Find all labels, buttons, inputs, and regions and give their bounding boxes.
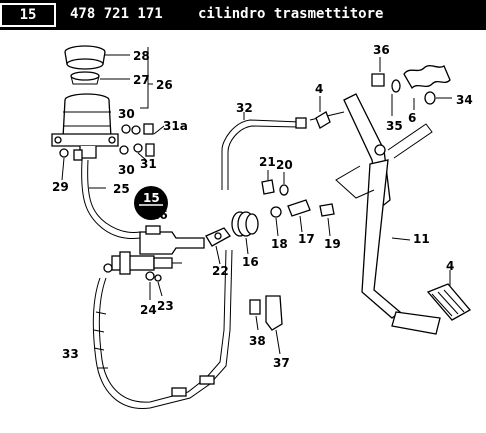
label-30-top: 30 xyxy=(118,107,135,121)
fitting-4 xyxy=(315,111,331,129)
pin-17 xyxy=(287,199,311,217)
clutch-pedal-11 xyxy=(309,93,441,335)
label-29: 29 xyxy=(52,180,69,194)
part-number: 478 721 171 xyxy=(70,6,163,22)
label-18: 18 xyxy=(271,237,288,251)
callout-section: 15 xyxy=(143,191,160,205)
pipe-33 xyxy=(92,249,233,409)
label-36: 36 xyxy=(373,43,390,57)
label-19: 19 xyxy=(324,237,341,251)
label-23: 23 xyxy=(157,299,174,313)
label-27: 27 xyxy=(133,73,150,87)
fasteners-top-left xyxy=(59,123,165,181)
label-17: 17 xyxy=(298,232,315,246)
section-number: 15 xyxy=(0,3,56,27)
exploded-view-drawing: 28 27 26 30 31a 30 31 29 25 15 16 32 4 3… xyxy=(51,43,473,409)
label-16: 16 xyxy=(242,255,259,269)
master-cylinder xyxy=(103,225,205,275)
washer-23 xyxy=(154,274,162,282)
bearing-16 xyxy=(231,211,259,255)
header-bar: 15 478 721 171 cilindro trasmettitore xyxy=(0,0,486,30)
section-callout xyxy=(134,186,168,220)
label-28: 28 xyxy=(133,49,150,63)
label-32: 32 xyxy=(236,101,253,115)
label-25: 25 xyxy=(113,182,130,196)
label-38: 38 xyxy=(249,334,266,348)
label-4-top: 4 xyxy=(315,82,323,96)
bracket-21 xyxy=(261,179,275,195)
hose-25 xyxy=(81,159,141,239)
pedal-pad-4 xyxy=(426,270,472,321)
label-11: 11 xyxy=(413,232,430,246)
label-34: 34 xyxy=(456,93,473,107)
label-26: 26 xyxy=(156,78,173,92)
label-30-bottom: 30 xyxy=(118,163,135,177)
label-37: 37 xyxy=(273,356,290,370)
label-31a: 31a xyxy=(163,119,188,133)
pipe-32 xyxy=(221,119,301,190)
label-6: 6 xyxy=(408,111,416,125)
washer-20 xyxy=(279,184,289,196)
label-20: 20 xyxy=(276,158,293,172)
label-24: 24 xyxy=(140,303,157,317)
spring-assembly xyxy=(371,57,452,116)
label-33: 33 xyxy=(62,347,79,361)
clip-19 xyxy=(319,203,335,217)
label-31: 31 xyxy=(140,157,157,171)
part-description: cilindro trasmettitore xyxy=(198,6,384,22)
reservoir-assembly xyxy=(51,45,153,161)
washer-18 xyxy=(270,206,282,218)
label-35: 35 xyxy=(386,119,403,133)
label-4-bottom: 4 xyxy=(446,259,454,273)
label-22: 22 xyxy=(212,264,229,278)
callout-page: 16 xyxy=(151,208,168,222)
bracket-37-38 xyxy=(249,295,283,355)
nut-24 xyxy=(145,271,155,281)
label-21: 21 xyxy=(259,155,276,169)
